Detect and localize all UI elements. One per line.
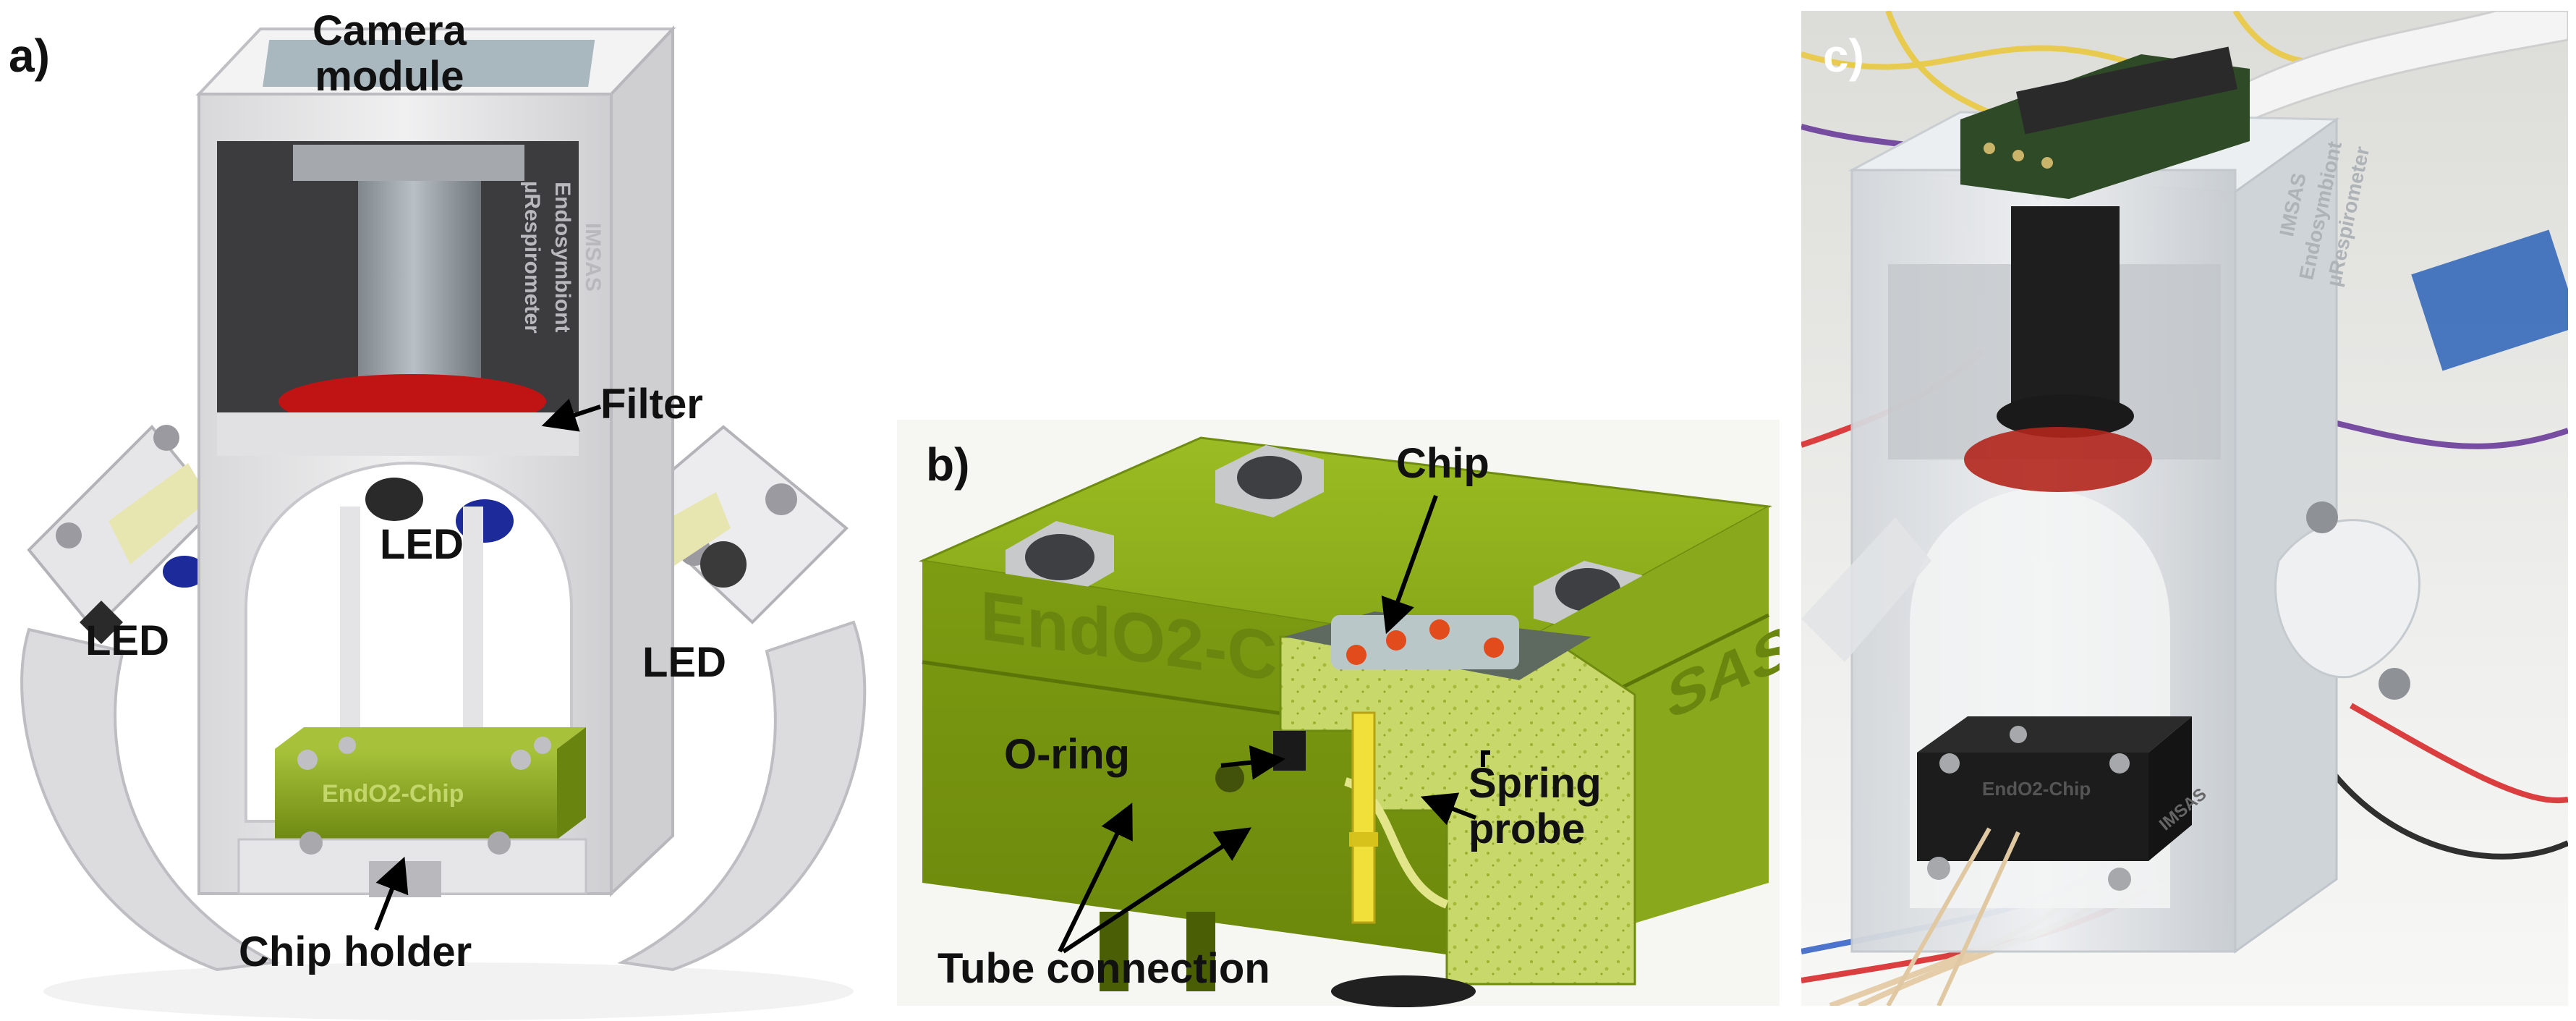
o-ring-shape <box>1273 731 1306 771</box>
panel-a-render <box>20 25 867 1020</box>
label-led-left: LED <box>85 617 169 664</box>
panel-label-a: a) <box>9 30 50 82</box>
panel-label-b: b) <box>926 439 970 491</box>
chip-holder-photo <box>1917 716 2192 861</box>
panel-b: EndO2-C SAS b) Chip O-ring Spring probe … <box>897 0 1780 1021</box>
spring-probe-shape <box>1351 711 1376 924</box>
label-filter: Filter <box>600 381 703 428</box>
left-led-mount <box>27 425 219 644</box>
panel-b-render <box>897 420 1780 1007</box>
panel-a: IMSAS Endosymbiont µRespirometer EndO2-C… <box>0 0 893 1021</box>
label-chip-holder: Chip holder <box>239 928 472 975</box>
camera-pcb <box>1960 46 2250 199</box>
label-led-center: LED <box>380 521 464 568</box>
left-arm <box>20 627 280 972</box>
panel-c-photo <box>1801 11 2568 1006</box>
right-arm <box>617 620 867 972</box>
floor-reflection <box>43 962 854 1020</box>
chip-engraving-photo: EndO2-Chip <box>1982 778 2091 800</box>
label-led-right: LED <box>642 639 726 686</box>
right-led-mount-photo <box>2274 519 2420 679</box>
right-led-mount <box>626 425 849 624</box>
label-tube-connection: Tube connection <box>938 945 1270 992</box>
chip-glass <box>1331 615 1519 669</box>
panel-label-c: c) <box>1823 30 1864 82</box>
label-o-ring: O-ring <box>1004 731 1130 778</box>
led-left-light <box>163 556 206 588</box>
filter-disk-photo <box>1964 427 2152 492</box>
chip-holder-engraving: EndO2-Chip <box>322 780 464 808</box>
label-chip: Chip <box>1396 440 1489 487</box>
panel-c: IMSAS Endosymbiont µRespirometer EndO2-C… <box>1801 11 2568 1006</box>
ribbon-cable <box>2189 11 2568 128</box>
label-camera-module: Camera module <box>313 7 467 100</box>
housing-engraving: IMSAS Endosymbiont µRespirometer <box>520 181 605 334</box>
label-spring-probe: Spring probe <box>1468 760 1602 852</box>
chip-holder <box>275 727 586 859</box>
